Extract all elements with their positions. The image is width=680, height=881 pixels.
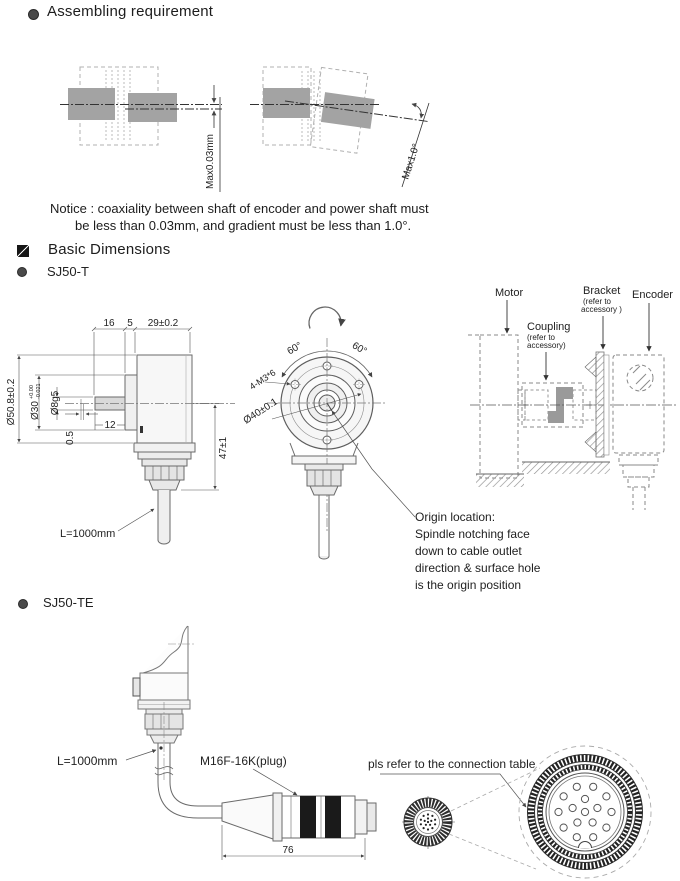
connection-note: pls refer to the connection table [368, 757, 536, 771]
max-offset-label: Max0.03mm [205, 134, 216, 189]
motor-outline [468, 334, 526, 479]
keying-notch [578, 841, 592, 849]
dim-boss-dia: Ø30 [30, 401, 41, 420]
plug-face-enlarged [518, 745, 652, 879]
angle-left-label: 60° [285, 340, 304, 357]
dim-76: 76 [282, 845, 294, 856]
gradient-figure: Max1.0° [250, 66, 430, 188]
plug-connector [221, 792, 377, 842]
rotation-arrow [308, 306, 346, 329]
max-angle-label: Max1.0° [400, 143, 422, 181]
bracket-shape [584, 351, 610, 458]
section-title-assembling: Assembling requirement [47, 3, 214, 20]
angle-right-label: 60° [350, 340, 369, 357]
subsection-title-sj50te: SJ50-TE [43, 595, 94, 610]
notice-line2: be less than 0.03mm, and gradient must b… [75, 218, 412, 233]
plug-face-small [402, 796, 455, 849]
section-title-basic-dimensions: Basic Dimensions [48, 241, 171, 258]
svg-text:direction & surface hole: direction & surface hole [415, 561, 541, 575]
shaft-alignment-diagram: Max0.03mm Max1.0° [60, 66, 430, 192]
encoder-hatch-marks [632, 365, 651, 391]
bolt-circle-label: Ø40±0.1 [242, 396, 280, 426]
dim-29: 29±0.2 [148, 318, 179, 329]
cable-length-label: L=1000mm [57, 754, 117, 768]
svg-text:Spindle notching face: Spindle notching face [415, 527, 530, 541]
encoder-label: Encoder [632, 289, 673, 301]
dim-shaft-dia: Ø8g5 [50, 390, 61, 415]
cable-length-label: L=1000mm [60, 528, 115, 540]
origin-note: Origin location: Spindle notching face d… [415, 510, 541, 592]
subsection-title-sj50t: SJ50-T [47, 264, 89, 279]
dim-boss-tol-upper: +0.00 [29, 385, 35, 399]
dim-boss-tol-lower: -0.021 [36, 383, 42, 399]
bullet-icon [28, 9, 39, 20]
bullet-icon [17, 267, 27, 277]
pin-holes [554, 782, 616, 842]
encoder-broken-view [132, 625, 196, 710]
bracket-label: Bracket [583, 285, 620, 297]
dim-height: 47±1 [218, 436, 229, 459]
cable-gland [304, 463, 344, 560]
sj50te-drawing: 76 L=1000mm M16F-16K(plug) pls refer to … [57, 625, 652, 879]
svg-text:accessory): accessory) [527, 341, 566, 350]
connection-note-leader [380, 773, 527, 808]
motor-label: Motor [495, 287, 523, 299]
dimension-lines [17, 326, 219, 532]
dim-outer-dia: Ø50.8±0.2 [6, 378, 17, 425]
origin-notch [326, 402, 333, 412]
mounting-base [476, 461, 610, 487]
screw-label: 4-M3*6 [248, 367, 278, 391]
installation-diagram: Motor Coupling (refer to accessory) Brac… [468, 285, 678, 510]
dim-5: 5 [127, 318, 133, 329]
encoder-outline [612, 354, 665, 510]
encoder-face [267, 338, 387, 533]
coaxiality-figure: Max0.03mm [60, 66, 222, 192]
coupling-shape [548, 387, 573, 423]
dim-step: 0.5 [65, 431, 76, 445]
svg-text:(refer to: (refer to [583, 297, 612, 306]
shaft-right [128, 93, 177, 122]
svg-text:is the origin position: is the origin position [415, 578, 521, 592]
bullet-icon [18, 599, 28, 609]
plug-label: M16F-16K(plug) [200, 754, 287, 768]
cable [154, 743, 222, 819]
zoom-cone-upper [450, 767, 541, 812]
dim-shaft-len: 12 [104, 420, 116, 431]
square-bullet-icon [17, 245, 29, 257]
svg-text:down to cable outlet: down to cable outlet [415, 544, 522, 558]
svg-text:accessory ): accessory ) [581, 305, 622, 314]
plug-length-dimension [221, 825, 366, 860]
zoom-cone-lower [448, 833, 537, 870]
shaft-left [263, 88, 310, 118]
sj50t-side-view-drawing: 16 5 29±0.2 Ø50.8±0.2 Ø30 +0.00 -0.021 Ø… [6, 318, 235, 545]
sj50t-front-view-drawing: 60° 60° 4-M3*6 Ø40±0.1 Origin location: … [242, 306, 541, 592]
origin-leader [331, 410, 416, 518]
svg-text:(refer to: (refer to [527, 333, 556, 342]
dim-16: 16 [103, 318, 115, 329]
notice-text: Notice : coaxiality between shaft of enc… [50, 200, 429, 234]
svg-text:Origin location:: Origin location: [415, 510, 495, 524]
coupling-label: Coupling [527, 321, 570, 333]
notice-line1: Notice : coaxiality between shaft of enc… [50, 201, 429, 216]
